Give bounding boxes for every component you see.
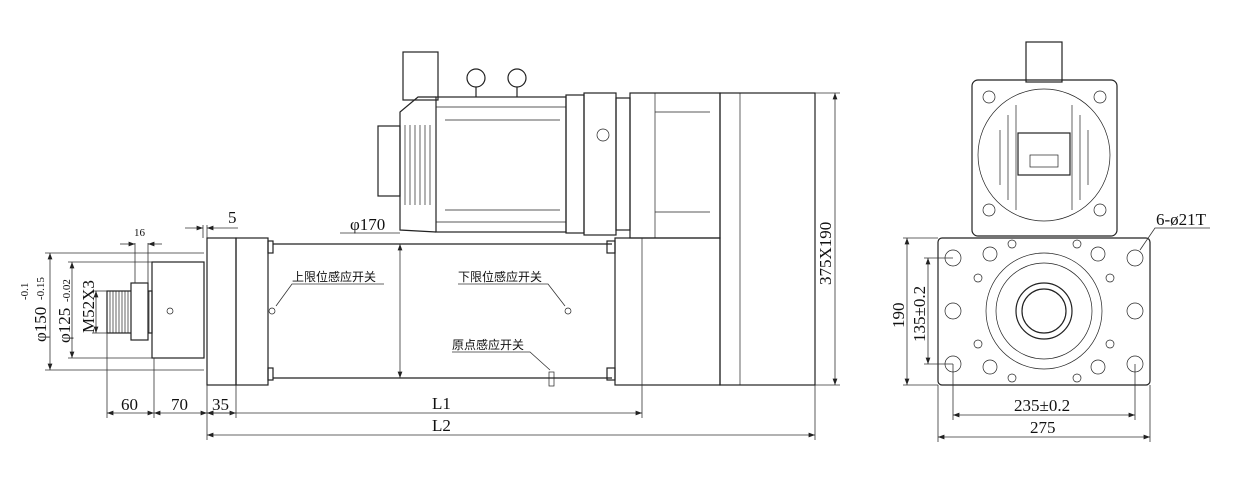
front-flange bbox=[206, 237, 237, 386]
label-origin-switch: 原点感应开关 bbox=[452, 337, 524, 352]
dim-60: 60 bbox=[121, 395, 138, 414]
dim-phi125: φ125 bbox=[55, 308, 74, 343]
end-dimensions: 6-ø21T 190 135±0.2 235±0.2 275 bbox=[889, 210, 1210, 442]
dim-70: 70 bbox=[171, 395, 188, 414]
label-upper-limit-switch: 上限位感应开关 bbox=[292, 269, 376, 284]
lock-nut bbox=[130, 282, 149, 341]
dim-phi170: φ170 bbox=[350, 215, 385, 234]
upper-limit-sensor bbox=[268, 307, 276, 315]
mounting-flange bbox=[937, 237, 1151, 386]
end-view: 6-ø21T 190 135±0.2 235±0.2 275 bbox=[889, 41, 1210, 442]
dim-135: 135±0.2 bbox=[910, 286, 929, 342]
rod-pin-hole bbox=[166, 307, 174, 315]
dim-L1: L1 bbox=[432, 394, 451, 413]
front-end-cap bbox=[235, 237, 269, 386]
dim-235: 235±0.2 bbox=[1014, 396, 1070, 415]
dim-375x190: 375X190 bbox=[816, 222, 835, 285]
actuator-body bbox=[268, 240, 616, 387]
sensor-callouts: 上限位感应开关 下限位感应开关 原点感应开关 bbox=[275, 269, 566, 371]
lifting-eye bbox=[466, 68, 486, 88]
belt-housing bbox=[719, 92, 816, 386]
power-connector bbox=[402, 51, 439, 101]
motor-end-view bbox=[971, 41, 1118, 237]
lower-limit-sensor bbox=[564, 307, 572, 315]
origin-sensor bbox=[548, 371, 555, 387]
dim-phi125-tol: -0.02 bbox=[61, 279, 73, 302]
dim-190: 190 bbox=[889, 303, 908, 329]
dim-phi150-tol-upper: -0.1 bbox=[19, 283, 31, 300]
side-view: 16 5 φ170 375X190 φ150 -0.1 -0.15 φ125 -… bbox=[19, 51, 840, 440]
dim-16: 16 bbox=[134, 227, 146, 239]
dim-35: 35 bbox=[212, 395, 229, 414]
label-lower-limit-switch: 下限位感应开关 bbox=[458, 269, 542, 284]
dim-6-holes: 6-ø21T bbox=[1156, 210, 1207, 229]
dim-m52x3: M52X3 bbox=[79, 280, 98, 333]
gearbox-housing bbox=[614, 237, 721, 386]
dim-phi150-tol-lower: -0.15 bbox=[35, 277, 47, 300]
dim-L2: L2 bbox=[432, 416, 451, 435]
dim-275: 275 bbox=[1030, 418, 1056, 437]
dim-phi150: φ150 bbox=[31, 307, 50, 342]
lifting-eye bbox=[507, 68, 527, 88]
encoder-connector bbox=[377, 125, 401, 197]
rod-end-tube bbox=[151, 261, 205, 359]
mounting-holes bbox=[944, 239, 1144, 383]
threaded-rod bbox=[106, 282, 153, 341]
servo-motor bbox=[377, 51, 721, 239]
dim-5: 5 bbox=[228, 208, 237, 227]
side-dimensions: 16 5 φ170 375X190 φ150 -0.1 -0.15 φ125 -… bbox=[19, 92, 840, 440]
